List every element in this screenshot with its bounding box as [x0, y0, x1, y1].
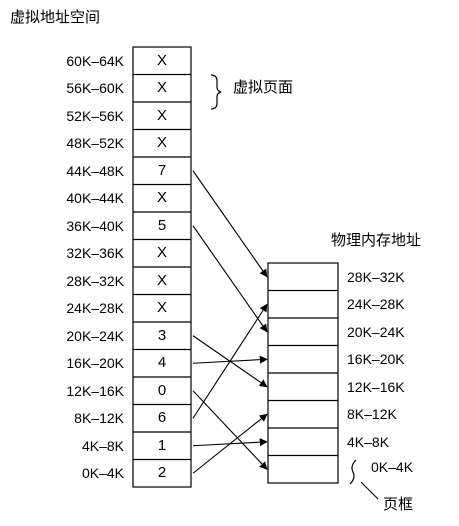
virtual-address-range-label: 0K–4K	[81, 465, 124, 482]
virtual-page-entry: X	[156, 271, 167, 289]
page-frame-annotation: 页框	[383, 495, 414, 513]
virtual-page-table	[132, 46, 192, 488]
frame-pointer-line	[360, 481, 379, 500]
virtual-address-range-label: 32K–36K	[66, 245, 124, 262]
virtual-page-entry: X	[156, 79, 167, 97]
physical-address-range-label: 16K–20K	[347, 351, 405, 368]
virtual-page-entry: 4	[157, 354, 167, 372]
physical-address-range-label: 8K–12K	[347, 406, 397, 423]
virtual-address-range-label: 56K–60K	[66, 80, 124, 97]
virtual-page-entry: X	[156, 244, 167, 262]
physical-address-range-label: 4K–8K	[347, 433, 390, 450]
virtual-page-entry: 1	[157, 436, 167, 454]
virtual-address-range-label: 12K–16K	[66, 382, 124, 399]
virtual-address-range-label: 40K–44K	[66, 190, 124, 207]
frame-squiggle	[349, 459, 357, 485]
virtual-page-entry: 3	[157, 326, 167, 344]
virtual-page-entry: 7	[157, 161, 167, 179]
physical-memory-title: 物理内存地址	[331, 231, 422, 249]
mapping-arrows	[192, 170, 268, 474]
physical-address-range-label: 20K–24K	[347, 323, 405, 340]
mapping-arrow	[192, 390, 268, 470]
mapping-arrow	[192, 303, 268, 419]
virtual-address-range-label: 52K–56K	[66, 107, 124, 124]
physical-frame-table	[267, 262, 339, 484]
virtual-address-space-title: 虚拟地址空间	[10, 8, 101, 26]
virtual-page-entry: X	[156, 106, 167, 124]
virtual-address-range-label: 8K–12K	[74, 410, 124, 427]
virtual-page-entry: 6	[157, 409, 167, 427]
virtual-page-entry: X	[156, 51, 167, 69]
physical-address-range-label: 12K–16K	[347, 378, 405, 395]
virtual-page-entry: 5	[157, 216, 167, 234]
virtual-address-range-label: 20K–24K	[66, 327, 124, 344]
virtual-page-entry: X	[156, 134, 167, 152]
virtual-page-entry: X	[156, 189, 167, 207]
virtual-page-entry: X	[156, 299, 167, 317]
virtual-address-range-label: 60K–64K	[66, 52, 124, 69]
physical-address-range-label: 24K–28K	[347, 296, 405, 313]
mapping-arrow	[192, 170, 268, 278]
virtual-address-range-label: 16K–20K	[66, 355, 124, 372]
virtual-page-brace	[210, 74, 222, 110]
virtual-page-annotation: 虚拟页面	[233, 78, 294, 96]
frame-zero-label-annotation: 0K–4K	[371, 459, 414, 475]
virtual-address-range-label: 4K–8K	[81, 437, 124, 454]
virtual-address-range-label: 24K–28K	[66, 300, 124, 317]
mapping-arrow	[192, 413, 268, 474]
virtual-page-entry: 2	[157, 464, 167, 482]
virtual-address-range-label: 44K–48K	[66, 162, 124, 179]
virtual-page-entry: 0	[157, 381, 167, 399]
virtual-address-range-label: 48K–52K	[66, 135, 124, 152]
virtual-address-range-label: 36K–40K	[66, 217, 124, 234]
mapping-arrow	[192, 225, 268, 333]
virtual-address-range-label: 28K–32K	[66, 272, 124, 289]
physical-address-range-label: 28K–32K	[347, 268, 405, 285]
